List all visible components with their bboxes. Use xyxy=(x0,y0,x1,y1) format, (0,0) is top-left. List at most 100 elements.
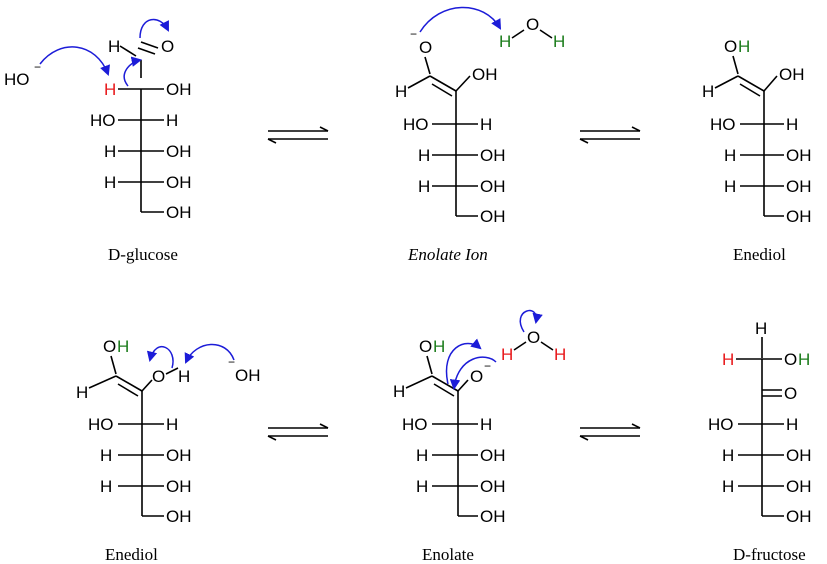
glucose-structure: HO − H O H OH HO H H OH H OH OH D-gluc xyxy=(4,18,192,264)
enolate2-c5-oh: OH xyxy=(480,477,506,496)
curved-arrow-deprotonation xyxy=(184,343,235,364)
water-o: O xyxy=(526,15,539,34)
enediol2-c3-h: H xyxy=(166,415,178,434)
fructose-c5-oh: OH xyxy=(786,477,812,496)
enolate2-c4-oh: OH xyxy=(480,446,506,465)
hydroxide-2-charge: − xyxy=(228,355,235,369)
curved-arrow-c-protonation xyxy=(449,356,497,391)
enediol2-c1-h: H xyxy=(76,383,88,402)
alpha-h: H xyxy=(104,80,116,99)
fructose-c6-oh: OH xyxy=(786,507,812,526)
enediol2-c4-h: H xyxy=(100,446,112,465)
c3-ho: HO xyxy=(90,111,116,130)
enediol2-c5-oh: OH xyxy=(166,477,192,496)
hydroxide-charge: − xyxy=(34,60,41,74)
enolate-c5-oh: OH xyxy=(480,177,506,196)
enolate-o: O xyxy=(419,38,432,57)
enediol2-c3-ho: HO xyxy=(88,415,114,434)
enolate-c6-oh: OH xyxy=(480,207,506,226)
enediol2-c1-o: O xyxy=(103,337,116,356)
enediol1-c3-ho: HO xyxy=(710,115,736,134)
enediol1-c1-o: O xyxy=(724,37,737,56)
curved-arrow-protonation xyxy=(419,6,502,33)
enolate2-c5-h: H xyxy=(416,477,428,496)
water2-h-transfer: H xyxy=(501,345,513,364)
enediol1-c1-h-new: H xyxy=(738,37,750,56)
equilibrium-arrow-4 xyxy=(579,423,641,441)
aldehyde-o: O xyxy=(161,37,174,56)
c2-oh: OH xyxy=(166,80,192,99)
fructose-c1-o: O xyxy=(784,350,797,369)
fructose-c1-h-new: H xyxy=(722,350,734,369)
c4-oh: OH xyxy=(166,142,192,161)
c5-h: H xyxy=(104,173,116,192)
enediol1-c5-oh: OH xyxy=(786,177,812,196)
fructose-caption: D-fructose xyxy=(733,545,806,564)
enolate-ion-caption: Enolate Ion xyxy=(407,245,488,264)
enediol1-c3-h: H xyxy=(786,115,798,134)
enediol2-c4-oh: OH xyxy=(166,446,192,465)
c4-h: H xyxy=(104,142,116,161)
curved-arrow-oh-release xyxy=(519,309,543,333)
fructose-structure: H H O H O HO H H OH H OH OH D-fructose xyxy=(708,319,812,564)
enolate2-c3-h: H xyxy=(480,415,492,434)
enediol2-c2-o: O xyxy=(152,367,165,386)
enediol-structure-2: O H H O H HO H H OH H OH OH OH − Enediol xyxy=(76,337,261,564)
enediol-caption-2: Enediol xyxy=(105,545,158,564)
curved-arrow-enol-to-ketone xyxy=(445,338,482,385)
curved-arrow-ch-bond xyxy=(123,56,143,87)
fructose-c2-o: O xyxy=(784,384,797,403)
enolate-structure: O H H O − HO H H OH H OH OH H O H Enolat… xyxy=(393,309,566,564)
fructose-c3-ho: HO xyxy=(708,415,734,434)
water2-h: H xyxy=(554,345,566,364)
enolate-c3-h: H xyxy=(480,115,492,134)
enediol-structure-1: O H H OH HO H H OH H OH OH Enediol xyxy=(702,37,812,264)
enediol2-c2-h: H xyxy=(178,367,190,386)
fructose-c4-h: H xyxy=(722,446,734,465)
enediol2-c1-h-new: H xyxy=(117,337,129,356)
enediol1-c6-oh: OH xyxy=(786,207,812,226)
enolate2-c4-h: H xyxy=(416,446,428,465)
enolate2-charge: − xyxy=(484,359,491,373)
fructose-c1-h: H xyxy=(798,350,810,369)
enolate2-c1-o: O xyxy=(419,337,432,356)
fructose-c3-h: H xyxy=(786,415,798,434)
fructose-c5-h: H xyxy=(722,477,734,496)
enolate-c4-h: H xyxy=(418,146,430,165)
water-h: H xyxy=(553,32,565,51)
enediol1-c4-oh: OH xyxy=(786,146,812,165)
aldehyde-h: H xyxy=(108,37,120,56)
equilibrium-arrow-2 xyxy=(579,126,641,144)
enolate-c5-h: H xyxy=(418,177,430,196)
enediol-caption-1: Enediol xyxy=(733,245,786,264)
enolate-ion-structure: O − H OH HO H H OH H OH OH H O H Enolate… xyxy=(395,6,565,264)
enolate2-c3-ho: HO xyxy=(402,415,428,434)
enediol2-c6-oh: OH xyxy=(166,507,192,526)
hydroxide-ion: HO xyxy=(4,70,30,89)
enediol2-c5-h: H xyxy=(100,477,112,496)
enediol1-c2-oh: OH xyxy=(779,65,805,84)
enolate2-c1-h-ring: H xyxy=(393,382,405,401)
enolate-c2-oh: OH xyxy=(472,65,498,84)
water2-o: O xyxy=(527,328,540,347)
c3-h: H xyxy=(166,111,178,130)
curved-arrow-hydroxide-attack xyxy=(39,46,110,76)
enolate-c4-oh: OH xyxy=(480,146,506,165)
enolate2-c1-h: H xyxy=(433,337,445,356)
fructose-c1-h-top: H xyxy=(755,319,767,338)
hydroxide-ion-2: OH xyxy=(235,366,261,385)
enolate-charge: − xyxy=(410,27,417,41)
c6-oh: OH xyxy=(166,203,192,222)
enediol1-c1-h: H xyxy=(702,82,714,101)
water-h-transfer: H xyxy=(499,32,511,51)
enolate2-c2-o: O xyxy=(470,367,483,386)
enediol1-c4-h: H xyxy=(724,146,736,165)
curved-arrow-carbonyl xyxy=(139,18,169,39)
c5-oh: OH xyxy=(166,173,192,192)
curved-arrow-oh-bond xyxy=(146,346,174,369)
equilibrium-arrow-1 xyxy=(267,126,329,144)
enolate-c1-h: H xyxy=(395,82,407,101)
enolate-c3-ho: HO xyxy=(403,115,429,134)
fructose-c4-oh: OH xyxy=(786,446,812,465)
